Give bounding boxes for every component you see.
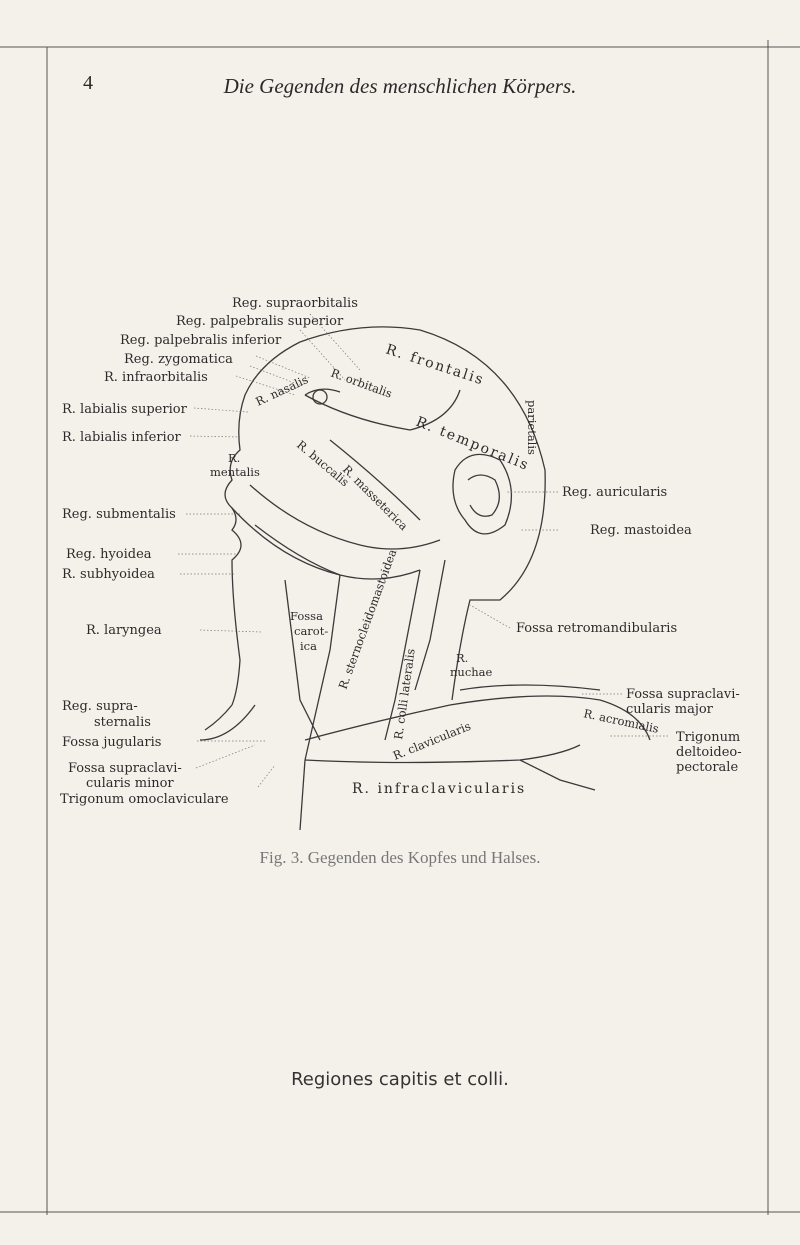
label-parietalis: parietalis <box>525 400 539 455</box>
label-auricularis: Reg. auricularis <box>562 485 667 500</box>
label-fossa-supraclav-major-line2: cularis major <box>626 702 714 717</box>
running-head: Die Gegenden des menschlichen Körpers. <box>223 74 577 98</box>
page-number: 4 <box>83 72 93 94</box>
label-laryngea: R. laryngea <box>86 623 162 638</box>
label-frontalis: R. frontalis <box>384 342 487 389</box>
label-retromandibularis: Fossa retromandibularis <box>516 621 677 636</box>
label-supraorbitalis: Reg. supraorbitalis <box>232 296 358 311</box>
label-supra-sternalis-line2: sternalis <box>94 715 151 730</box>
label-nuchae: nuchae <box>450 665 493 679</box>
label-fossa-supraclav-major-line1: Fossa supraclavi- <box>626 687 740 702</box>
label-labialis-inferior: R. labialis inferior <box>62 430 182 445</box>
label-fossa-carotica-line3: ica <box>300 639 317 653</box>
label-supra-sternalis-line1: Reg. supra- <box>62 699 138 714</box>
label-infraorbitalis: R. infraorbitalis <box>104 370 208 385</box>
label-buccalis: R. buccalis <box>294 438 352 490</box>
label-subhyoidea: R. subhyoidea <box>62 567 155 582</box>
label-trigonum-omoclaviculare: Trigonum omoclaviculare <box>60 792 229 807</box>
label-mentalis-r: R. <box>228 451 240 465</box>
label-fossa-supraclav-minor-line2: cularis minor <box>86 776 174 791</box>
label-colli-lateralis: R. colli lateralis <box>391 648 418 741</box>
leader-lines <box>178 313 668 788</box>
label-fossa-supraclav-minor-line1: Fossa supraclavi- <box>68 761 182 776</box>
label-fossa-carotica-line2: carot- <box>294 624 328 638</box>
label-trigonum-delto-line3: pectorale <box>676 760 738 775</box>
label-temporalis: R. temporalis <box>414 414 532 474</box>
label-sternocleido: R. sternocleidomastoidea <box>336 547 400 691</box>
label-nuchae-r: R. <box>456 651 468 665</box>
label-orbitalis: R. orbitalis <box>329 366 394 401</box>
label-submentalis: Reg. submentalis <box>62 507 176 522</box>
label-hyoidea: Reg. hyoidea <box>66 547 152 562</box>
page-frame <box>0 40 800 1215</box>
label-nasalis: R. nasalis <box>253 372 310 409</box>
label-mentalis: mentalis <box>210 465 260 479</box>
label-fossa-jugularis: Fossa jugularis <box>62 735 161 750</box>
label-trigonum-delto-line1: Trigonum <box>676 730 740 745</box>
label-infraclavicularis: R. infraclavicularis <box>352 781 526 797</box>
label-mastoidea: Reg. mastoidea <box>590 523 692 538</box>
label-palpebralis-superior: Reg. palpebralis superior <box>176 314 344 329</box>
label-trigonum-delto-line2: deltoideo- <box>676 745 742 760</box>
figure-caption: Fig. 3. Gegenden des Kopfes und Halses. <box>259 848 541 867</box>
label-masseterica: R. masseterica <box>340 462 411 533</box>
label-palpebralis-inferior: Reg. palpebralis inferior <box>120 333 282 348</box>
plate-title: Regiones capitis et colli. <box>291 1069 509 1090</box>
region-outlines <box>199 326 651 831</box>
label-fossa-carotica-line1: Fossa <box>290 609 323 623</box>
label-labialis-superior: R. labialis superior <box>62 402 188 417</box>
label-zygomatica: Reg. zygomatica <box>124 352 233 367</box>
